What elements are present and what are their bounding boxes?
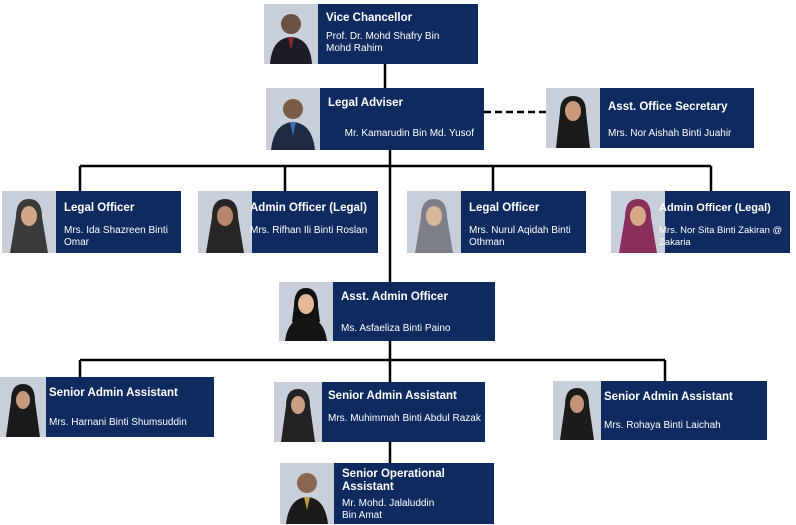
node-title: Legal Adviser: [328, 97, 403, 109]
node-legal-officer-2: Legal Officer Mrs. Nurul Aqidah Binti Ot…: [407, 191, 586, 253]
node-admin-officer-legal-2: Admin Officer (Legal) Mrs. Nor Sita Bint…: [611, 191, 790, 253]
node-title: Senior Admin Assistant: [604, 391, 733, 403]
node-person-name: Ms. Asfaeliza Binti Paino: [341, 323, 451, 334]
node-title: Legal Officer: [469, 202, 540, 214]
node-title: Admin Officer (Legal): [659, 202, 771, 214]
node-title: Admin Officer (Legal): [250, 202, 367, 214]
node-senior-admin-assistant-3: Senior Admin Assistant Mrs. Rohaya Binti…: [553, 381, 767, 440]
male-suit-photo-icon: [266, 88, 320, 150]
node-title: Vice Chancellor: [326, 12, 413, 24]
node-person-name: Mrs. Harnani Binti Shumsuddin: [49, 417, 187, 428]
male-suit-photo-icon: [264, 4, 318, 64]
female-hijab-photo-icon: [546, 88, 600, 148]
node-title: Asst. Admin Officer: [341, 291, 448, 303]
node-person-name: Mr. Mohd. Jalaluddin Bin Amat: [342, 498, 435, 521]
node-admin-officer-legal-1: Admin Officer (Legal) Mrs. Rifhan Ili Bi…: [198, 191, 378, 253]
node-senior-admin-assistant-1: Senior Admin Assistant Mrs. Harnani Bint…: [0, 377, 214, 437]
node-senior-admin-assistant-2: Senior Admin Assistant Mrs. Muhimmah Bin…: [274, 382, 485, 442]
male-suit-photo-icon: [280, 463, 334, 524]
female-hijab-photo-icon: [611, 191, 665, 253]
node-person-name: Prof. Dr. Mohd Shafry Bin Mohd Rahim: [326, 31, 440, 54]
female-hijab-photo-icon: [2, 191, 56, 253]
node-title: Senior Admin Assistant: [49, 387, 178, 399]
node-vice-chancellor: Vice Chancellor Prof. Dr. Mohd Shafry Bi…: [264, 4, 478, 64]
female-photo-icon: [279, 282, 333, 341]
node-person-name: Mrs. Rohaya Binti Laichah: [604, 420, 721, 431]
node-legal-adviser: Legal Adviser Mr. Kamarudin Bin Md. Yuso…: [266, 88, 484, 150]
node-legal-officer-1: Legal Officer Mrs. Ida Shazreen Binti Om…: [2, 191, 181, 253]
node-asst-admin-officer: Asst. Admin Officer Ms. Asfaeliza Binti …: [279, 282, 495, 341]
node-title: Senior Operational Assistant: [342, 468, 445, 493]
node-person-name: Mrs. Muhimmah Binti Abdul Razak: [328, 413, 481, 424]
node-senior-operational-assistant: Senior Operational Assistant Mr. Mohd. J…: [280, 463, 494, 524]
female-hijab-photo-icon: [407, 191, 461, 253]
node-person-name: Mrs. Nurul Aqidah Binti Othman: [469, 225, 571, 248]
female-hijab-photo-icon: [198, 191, 252, 253]
female-hijab-photo-icon: [274, 382, 322, 442]
female-hijab-photo-icon: [0, 377, 46, 437]
node-person-name: Mrs. Ida Shazreen Binti Omar: [64, 225, 168, 248]
node-title: Legal Officer: [64, 202, 135, 214]
node-person-name: Mrs. Nor Aishah Binti Juahir: [608, 128, 732, 139]
node-title: Asst. Office Secretary: [608, 101, 728, 113]
node-person-name: Mrs. Nor Sita Binti Zakiran @ Zakaria: [659, 225, 783, 248]
female-hijab-photo-icon: [553, 381, 601, 440]
node-person-name: Mr. Kamarudin Bin Md. Yusof: [344, 128, 474, 139]
node-title: Senior Admin Assistant: [328, 390, 457, 402]
node-asst-office-secretary: Asst. Office Secretary Mrs. Nor Aishah B…: [546, 88, 754, 148]
node-person-name: Mrs. Rifhan Ili Binti Roslan: [250, 225, 368, 236]
